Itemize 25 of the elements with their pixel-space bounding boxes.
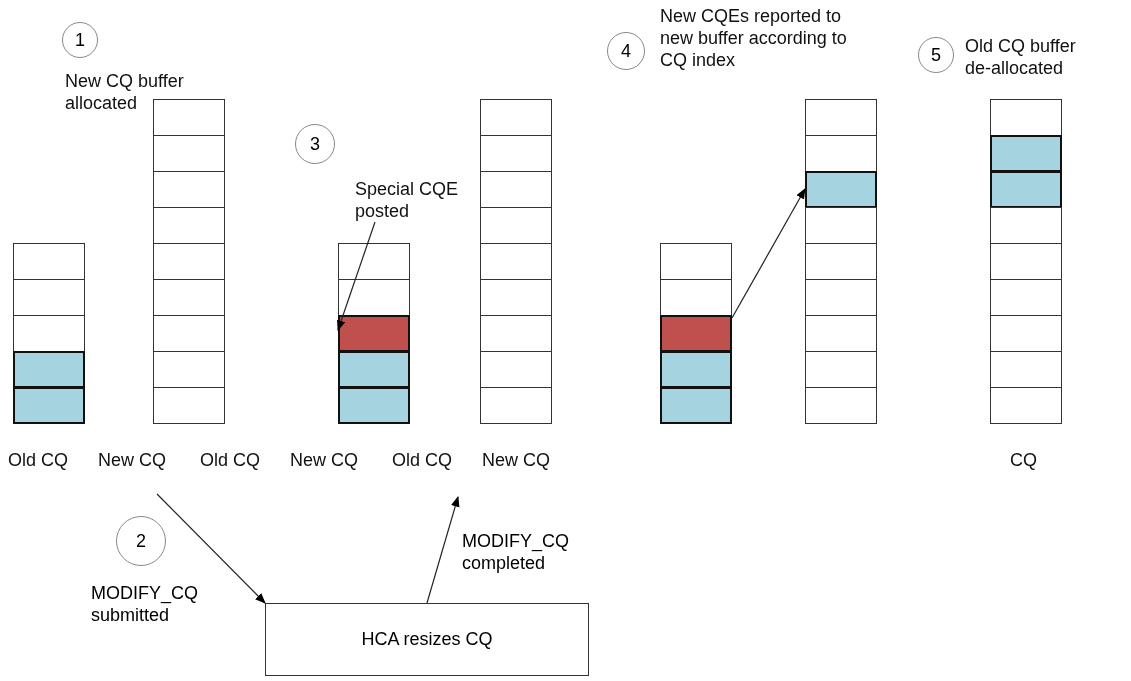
arrow: [731, 188, 806, 319]
edge-label: MODIFY_CQ completed: [462, 530, 570, 574]
arrow: [156, 493, 266, 604]
buffer-caption: New CQ: [290, 449, 358, 471]
step-number-circle: 5: [918, 37, 954, 73]
process-box: HCA resizes CQ: [265, 603, 589, 676]
buffer-caption: CQ: [1010, 449, 1037, 471]
buffer-caption: New CQ: [482, 449, 550, 471]
annotation-text: New CQ buffer allocated: [65, 70, 185, 114]
buffer-caption: Old CQ: [8, 449, 68, 471]
step-number-circle: 1: [62, 22, 98, 58]
buffer-caption: Old CQ: [392, 449, 452, 471]
buffer-caption: New CQ: [98, 449, 166, 471]
annotation-text: Special CQE posted: [355, 178, 485, 222]
queue-entry-cell: [805, 171, 877, 208]
special-entry-cell: [338, 315, 410, 352]
buffer-caption: Old CQ: [200, 449, 260, 471]
annotation-text: New CQEs reported to new buffer according to CQ index: [660, 5, 848, 71]
annotation-text: Old CQ buffer de-allocated: [965, 35, 1077, 79]
step-number-circle: 4: [607, 32, 645, 70]
arrow: [426, 495, 460, 604]
special-entry-cell: [660, 315, 732, 352]
step-number-circle: 3: [295, 124, 335, 164]
edge-label: MODIFY_CQ submitted: [91, 582, 199, 626]
step-number-circle: 2: [116, 516, 166, 566]
